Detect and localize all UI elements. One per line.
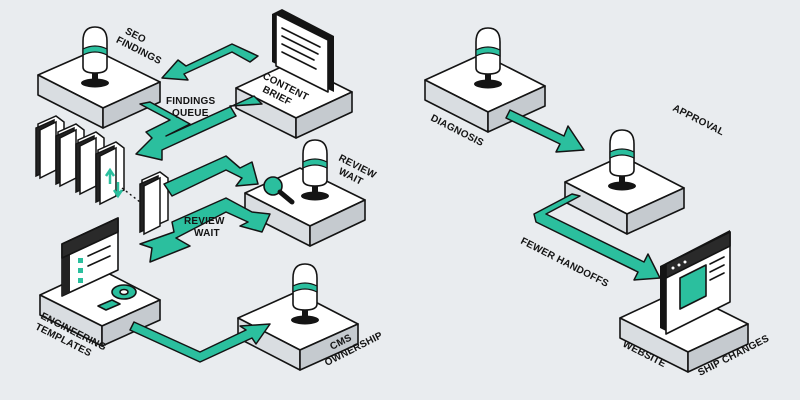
gear-icon xyxy=(111,284,137,300)
magnifier-icon xyxy=(263,176,295,205)
label-findings-queue: FINDINGS QUEUE xyxy=(166,96,216,119)
label-approval: APPROVAL xyxy=(671,103,726,138)
label-review-wait-mid: REVIEW WAIT xyxy=(184,216,225,239)
document-stack-icon xyxy=(35,115,169,235)
content-brief-document-icon xyxy=(272,9,334,93)
template-panel-icon xyxy=(61,217,119,297)
browser-window-icon xyxy=(660,230,731,335)
arrow-icon xyxy=(505,109,661,281)
svg-text:FINDINGS: FINDINGS xyxy=(166,96,216,107)
svg-text:REVIEW: REVIEW xyxy=(184,216,225,227)
svg-text:WAIT: WAIT xyxy=(194,228,220,239)
arrow-icon xyxy=(129,43,271,363)
svg-text:QUEUE: QUEUE xyxy=(172,108,209,119)
template-block-icon xyxy=(97,299,121,311)
label-seo-findings: SEO FINDINGS xyxy=(114,26,163,67)
